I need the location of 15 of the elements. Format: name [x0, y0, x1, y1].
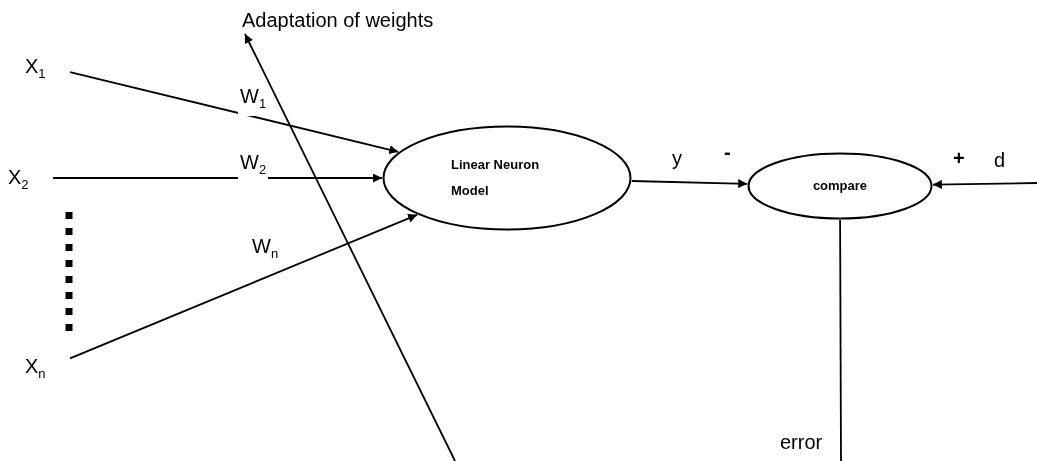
- process-ellipse: [382, 125, 632, 231]
- process-ellipse: [747, 152, 933, 220]
- arrow: [630, 179, 749, 189]
- connector-line: [839, 219, 842, 461]
- arrow: [932, 179, 1037, 189]
- arrow: [244, 33, 456, 461]
- signal-label: X$_{n}$: [25, 352, 67, 382]
- node-label: compare: [812, 177, 868, 195]
- signal-label: Adaptation of weights: [242, 6, 442, 34]
- arrow: [69, 71, 400, 155]
- arrow: [52, 173, 383, 183]
- signal-label: X$_{1}$: [25, 52, 67, 82]
- arrow: [69, 213, 418, 360]
- node-label: Linear Neuron Model: [451, 156, 541, 200]
- signal-label: X$_{2}$: [8, 163, 50, 193]
